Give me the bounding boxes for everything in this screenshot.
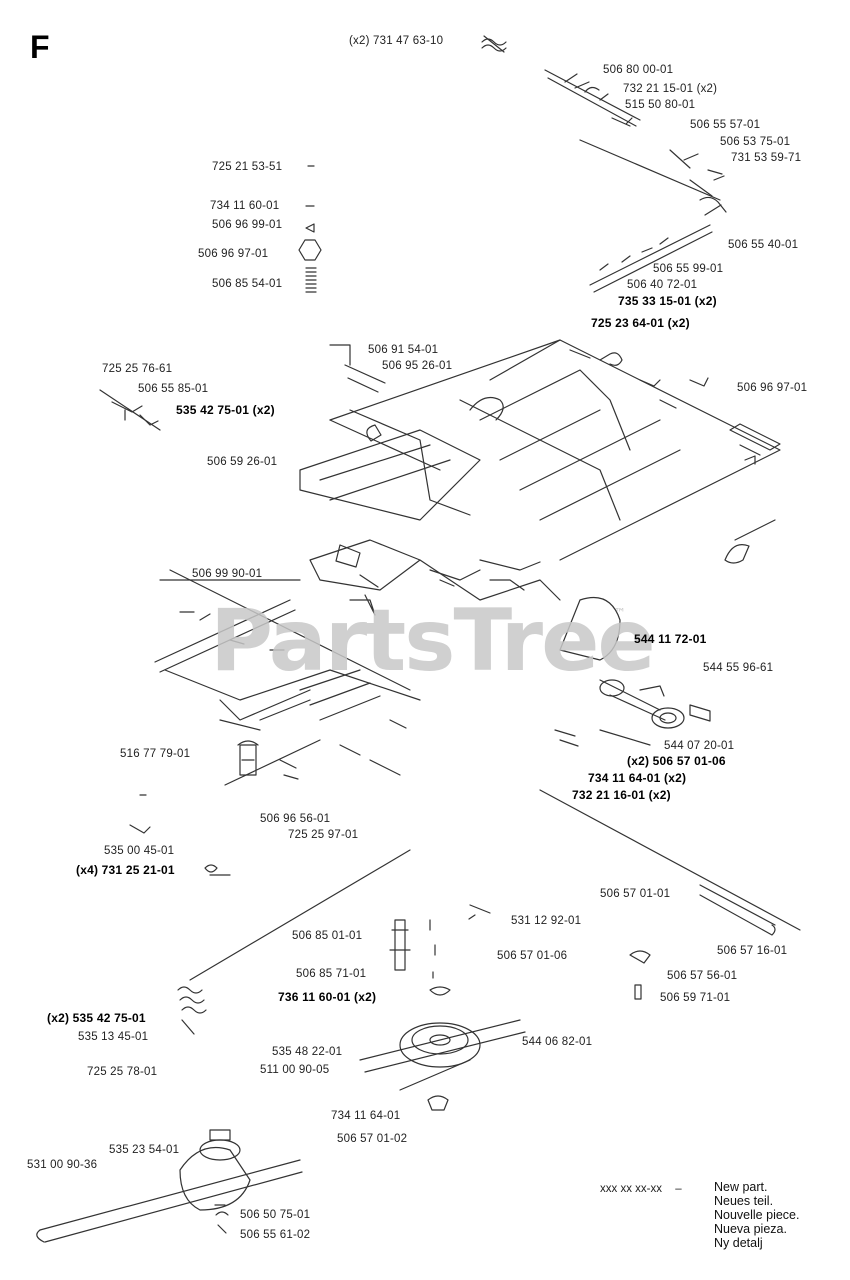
top-spring-part — [481, 35, 507, 53]
part-label: 506 80 00-01 — [603, 64, 674, 76]
legend-dash: – — [675, 1183, 682, 1195]
part-label: 734 11 60-01 — [210, 200, 280, 212]
part-label: (x2) 535 42 75-01 — [47, 1011, 146, 1025]
part-label: 731 53 59-71 — [731, 152, 802, 164]
part-label: 506 55 40-01 — [728, 239, 799, 251]
part-label: 544 55 96-61 — [703, 662, 774, 674]
part-label: 506 59 26-01 — [207, 456, 278, 468]
right-pulley-mechanism — [554, 596, 711, 747]
legend-list: New part. Neues teil. Nouvelle piece. Nu… — [714, 1180, 799, 1250]
part-label: 531 12 92-01 — [511, 915, 582, 927]
part-label: 506 55 99-01 — [653, 263, 724, 275]
part-label: 535 23 54-01 — [109, 1144, 180, 1156]
part-label: 506 57 01-06 — [497, 950, 568, 962]
part-label: 506 55 57-01 — [690, 119, 761, 131]
part-label: 732 21 15-01 (x2) — [623, 83, 718, 95]
part-label: 515 50 80-01 — [625, 99, 696, 111]
part-label: 506 59 71-01 — [660, 992, 731, 1004]
watermark-logo: PartsTree — [210, 591, 656, 691]
part-label: 506 85 54-01 — [212, 278, 283, 290]
part-label: 734 11 64-01 — [331, 1110, 401, 1122]
upper-linkage-rod — [544, 69, 641, 127]
part-label: 506 53 75-01 — [720, 136, 791, 148]
part-label: 506 96 97-01 — [737, 382, 808, 394]
left-bracket-parts — [99, 344, 386, 431]
watermark-trademark: ™ — [614, 606, 626, 620]
part-label: 506 95 26-01 — [382, 360, 453, 372]
leader-lines — [169, 569, 801, 981]
part-label: 506 57 56-01 — [667, 970, 738, 982]
adjustment-rod — [589, 224, 713, 293]
lower-left-parts — [129, 719, 407, 876]
part-label: 725 21 53-51 — [212, 161, 283, 173]
part-label: 506 57 16-01 — [717, 945, 788, 957]
bottom-belt-parts — [389, 884, 776, 1000]
part-label: 506 99 90-01 — [192, 568, 263, 580]
legend-code: xxx xx xx-xx – — [600, 1183, 682, 1195]
pivot-arm-assembly — [579, 139, 727, 216]
part-label: 506 57 01-02 — [337, 1133, 408, 1145]
part-label: 725 25 78-01 — [87, 1066, 158, 1078]
part-label: 535 48 22-01 — [272, 1046, 343, 1058]
legend-line-de: Neues teil. — [714, 1194, 774, 1208]
legend-line-fr: Nouvelle piece. — [714, 1208, 800, 1222]
part-label: 725 23 64-01 (x2) — [591, 316, 690, 330]
part-label: 506 96 97-01 — [198, 248, 269, 260]
part-label: 544 07 20-01 — [664, 740, 735, 752]
part-label: 544 06 82-01 — [522, 1036, 593, 1048]
bottom-gearbox — [36, 1129, 303, 1243]
part-label: 511 00 90-05 — [260, 1064, 330, 1076]
part-label: 725 25 97-01 — [288, 829, 359, 841]
central-housing — [299, 429, 561, 616]
part-label: (x2) 506 57 01-06 — [627, 754, 726, 768]
part-label: 535 00 45-01 — [104, 845, 175, 857]
part-label: 535 42 75-01 (x2) — [176, 403, 275, 417]
part-label: 506 40 72-01 — [627, 279, 698, 291]
large-pulley — [359, 986, 526, 1111]
legend-line-es: Nueva pieza. — [714, 1222, 787, 1236]
part-label: (x4) 731 25 21-01 — [76, 863, 175, 877]
part-label: 725 25 76-61 — [102, 363, 173, 375]
part-label: 734 11 64-01 (x2) — [588, 771, 687, 785]
part-label: 516 77 79-01 — [120, 748, 191, 760]
part-label: 531 00 90-36 — [27, 1159, 98, 1171]
section-letter: F — [30, 29, 50, 65]
legend-code-value: xxx xx xx-xx — [600, 1183, 662, 1195]
part-label: 506 85 01-01 — [292, 930, 363, 942]
part-label: 732 21 16-01 (x2) — [572, 788, 671, 802]
part-label: 506 85 71-01 — [296, 968, 367, 980]
legend-line-en: New part. — [714, 1180, 768, 1194]
lower-left-spring — [177, 986, 207, 1035]
part-label: 506 96 99-01 — [212, 219, 283, 231]
part-label: 506 57 01-01 — [600, 888, 671, 900]
left-small-parts-column — [298, 165, 322, 293]
part-label: 506 91 54-01 — [368, 344, 439, 356]
part-label: 544 11 72-01 — [634, 632, 707, 646]
part-label: (x2) 731 47 63-10 — [349, 35, 444, 47]
part-label: 506 55 85-01 — [138, 383, 209, 395]
part-label: 735 33 15-01 (x2) — [618, 294, 717, 308]
part-label: 535 13 45-01 — [78, 1031, 149, 1043]
deck-frame — [329, 339, 781, 561]
part-label: 506 96 56-01 — [260, 813, 331, 825]
legend-line-sv: Ny detalj — [714, 1236, 763, 1250]
part-label: 506 55 61-02 — [240, 1229, 311, 1241]
cross-shaft-left — [154, 579, 421, 731]
part-label: 506 50 75-01 — [240, 1209, 311, 1221]
part-label: 736 11 60-01 (x2) — [278, 990, 377, 1004]
right-arm-part — [724, 519, 776, 564]
